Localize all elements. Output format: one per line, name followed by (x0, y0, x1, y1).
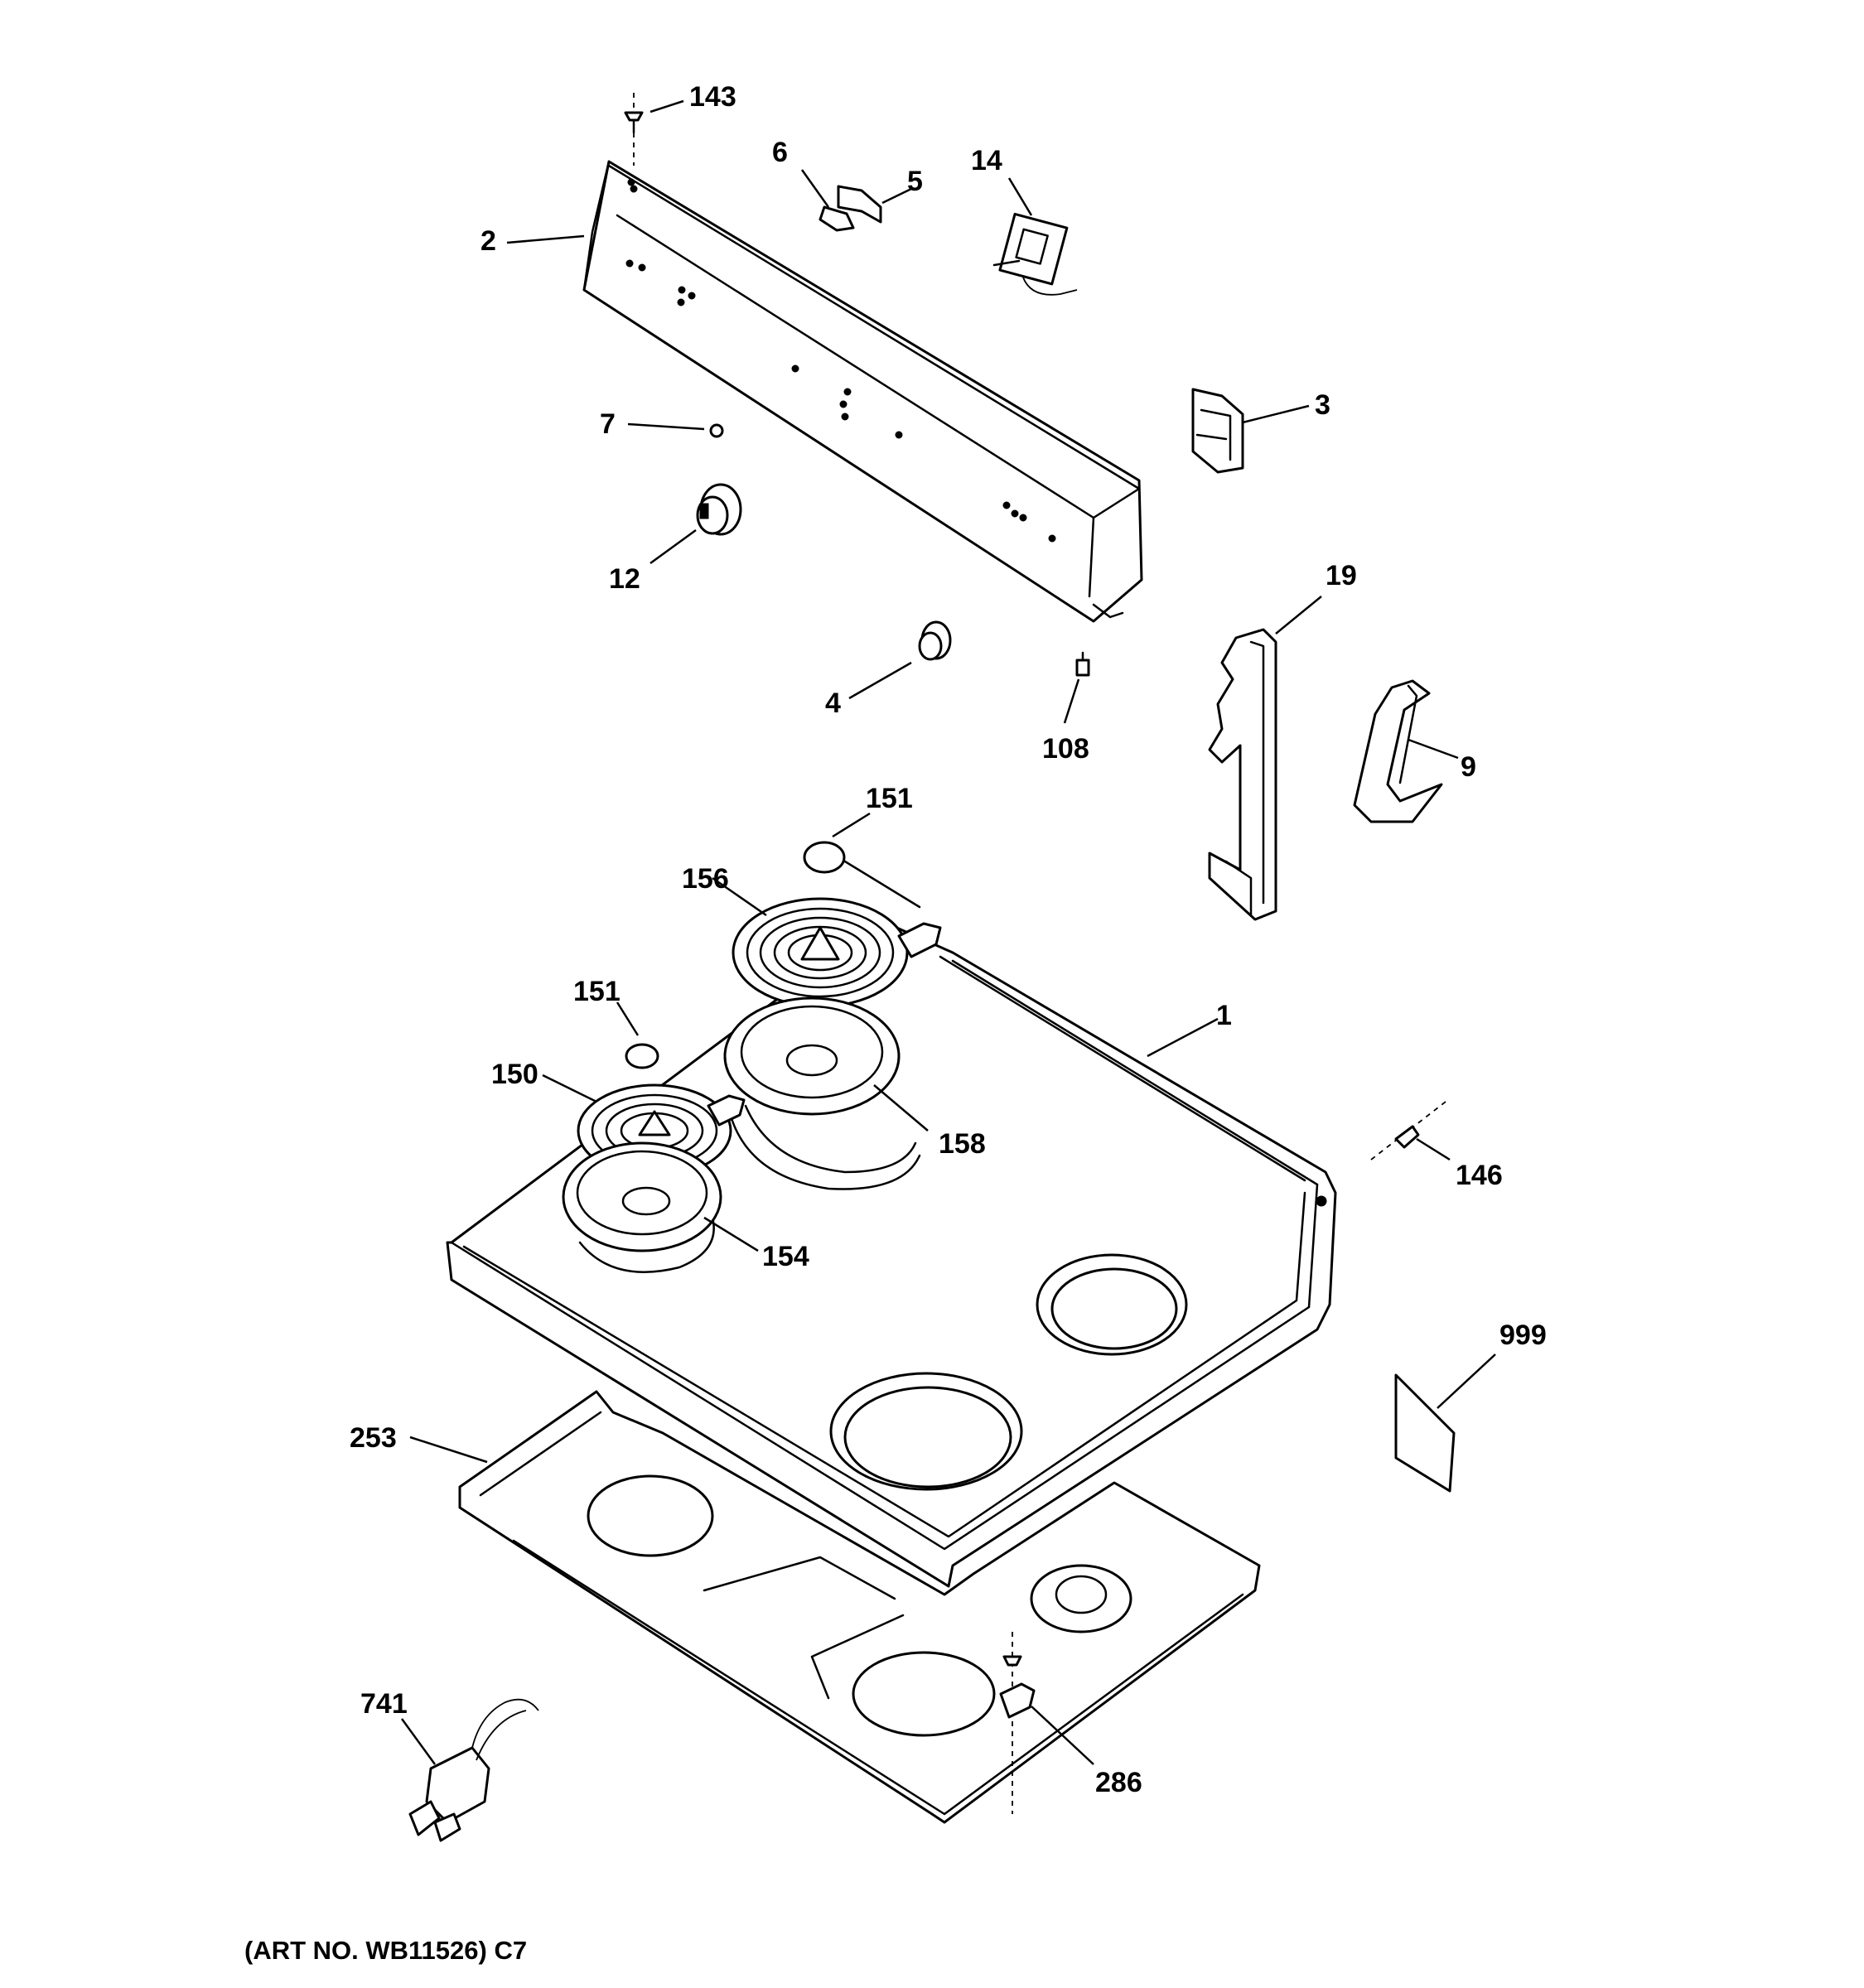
part-286-bracket (999, 1632, 1094, 1814)
part-14-switch (992, 177, 1078, 296)
callout-151-b: 151 (573, 976, 621, 1007)
callout-19: 19 (1326, 560, 1357, 591)
part-151-cap-a (803, 812, 871, 874)
callout-108: 108 (1042, 733, 1089, 765)
callout-154: 154 (762, 1241, 809, 1272)
part-2-backsplash (506, 160, 1143, 623)
callout-6: 6 (772, 137, 788, 168)
callout-143: 143 (689, 81, 736, 113)
part-151-cap-b (616, 1001, 659, 1069)
callout-999: 999 (1499, 1320, 1547, 1351)
callout-3: 3 (1315, 389, 1330, 421)
part-5-6-clips (800, 169, 912, 232)
part-158-large-drip-pan (723, 996, 929, 1132)
callout-1: 1 (1216, 1000, 1232, 1031)
callout-741: 741 (360, 1688, 408, 1720)
callout-286: 286 (1095, 1767, 1142, 1798)
callout-150: 150 (491, 1059, 538, 1090)
callout-158: 158 (939, 1128, 986, 1160)
part-156-large-coil (712, 860, 942, 1008)
part-108-connector (1063, 651, 1090, 724)
callout-146: 146 (1456, 1160, 1503, 1191)
part-154-small-drip-pan (562, 1141, 759, 1252)
callout-labels: 143 6 5 14 2 3 7 12 19 4 108 9 151 156 1… (350, 81, 1547, 1798)
art-number-caption: (ART NO. WB11526) C7 (244, 1936, 527, 1965)
callout-5: 5 (907, 166, 923, 197)
part-999-literature (1394, 1353, 1496, 1493)
callout-7: 7 (600, 408, 616, 440)
part-146-screw (1370, 1101, 1451, 1161)
callout-156: 156 (682, 863, 729, 895)
callout-12: 12 (609, 563, 640, 595)
part-12-knob (650, 483, 742, 565)
callout-2: 2 (480, 225, 496, 257)
part-741-terminal-block (400, 1698, 539, 1842)
callout-4: 4 (825, 688, 841, 719)
part-19-bracket (1208, 596, 1322, 921)
callout-253: 253 (350, 1422, 397, 1454)
part-7-screw (627, 422, 724, 438)
part-3-switch-block (1191, 388, 1310, 474)
callout-9: 9 (1461, 751, 1476, 783)
callout-151-a: 151 (866, 783, 913, 814)
part-143-screw (624, 93, 684, 166)
part-4-knob (848, 620, 952, 700)
callout-14: 14 (971, 145, 1002, 176)
part-253-burner-box (409, 1390, 1261, 1824)
part-9-bracket (1353, 679, 1459, 823)
